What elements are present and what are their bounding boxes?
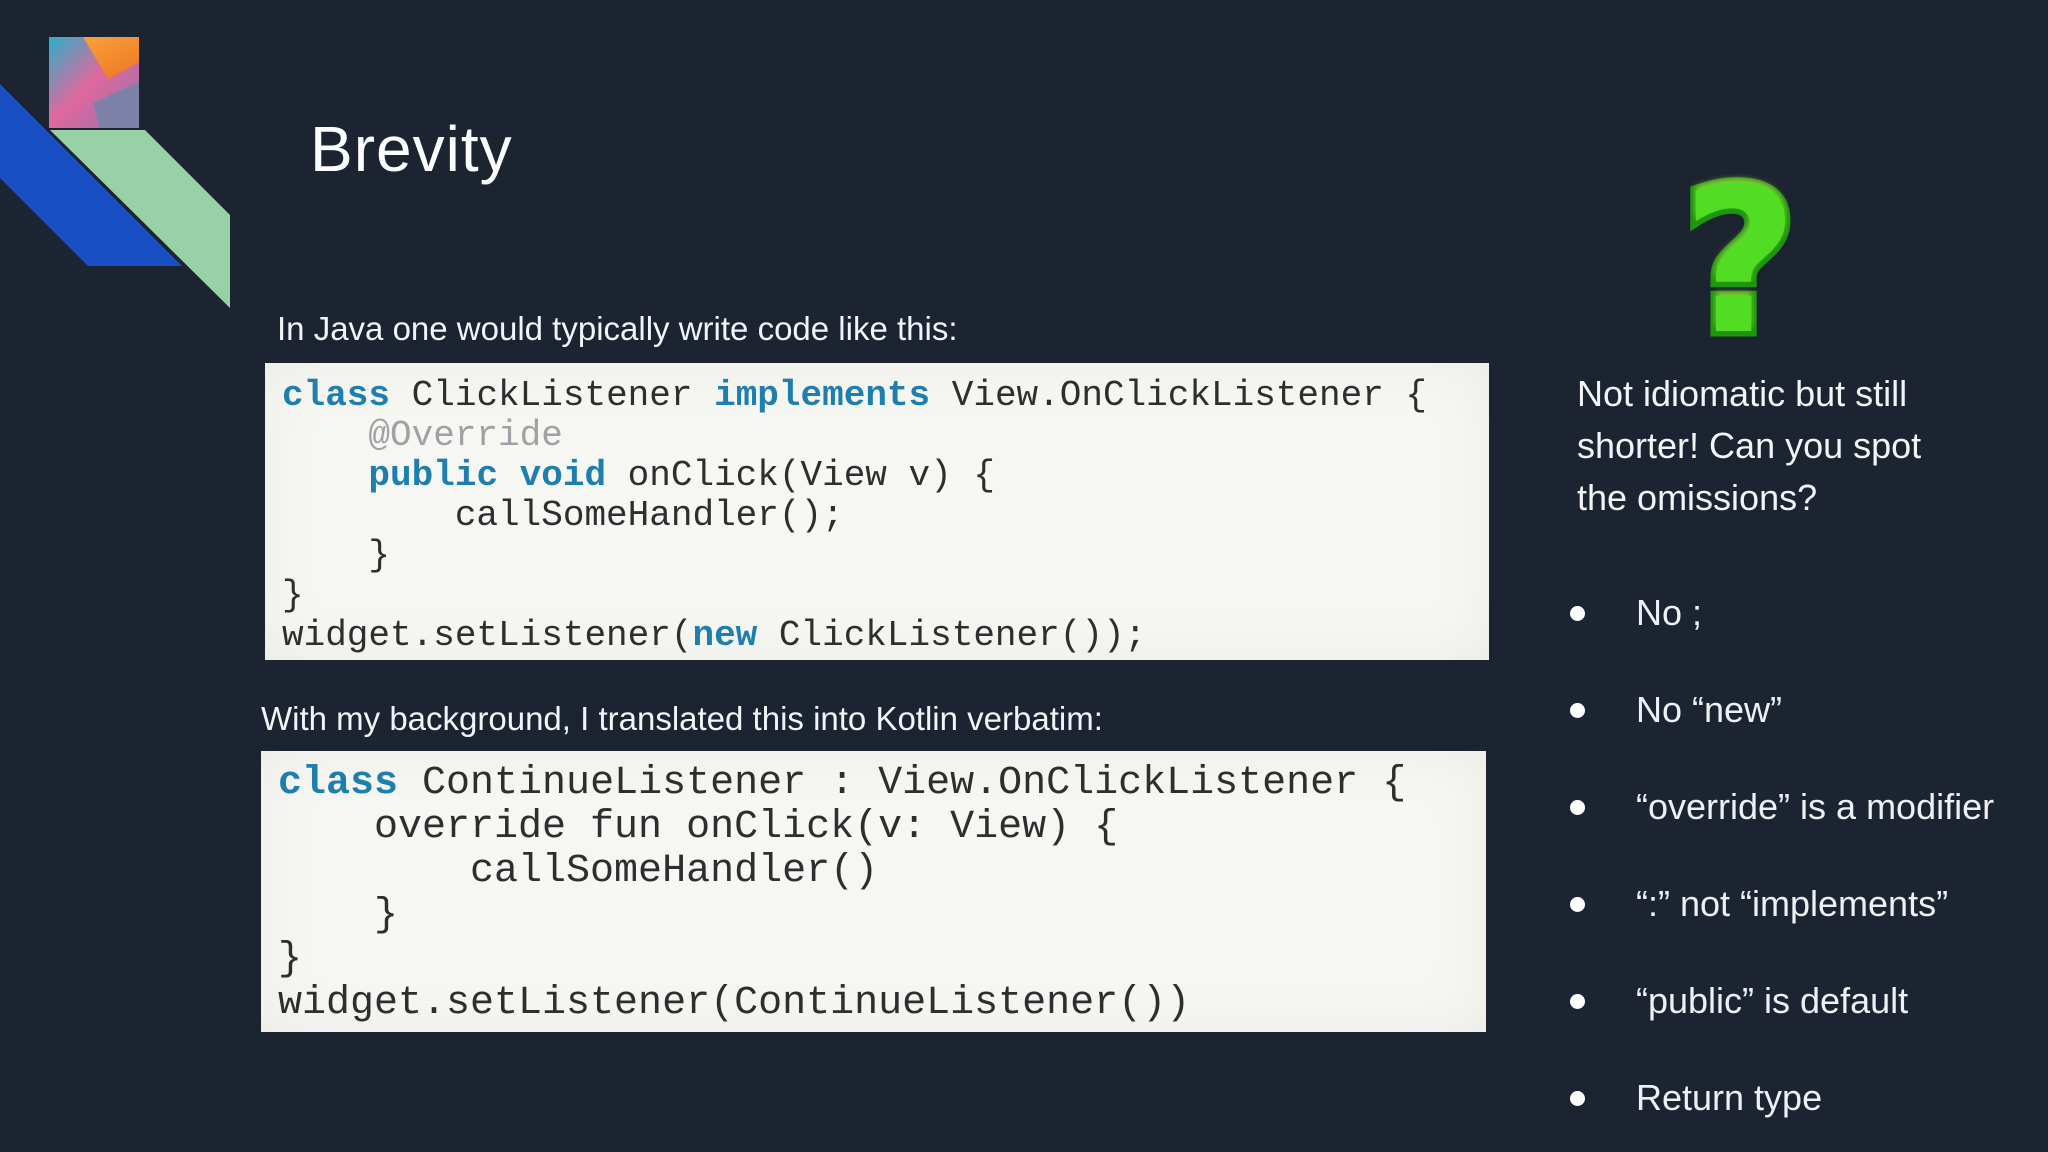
question-mark-outline: ? xyxy=(1676,146,1803,379)
bullet-text: “:” not “implements” xyxy=(1636,883,1949,924)
intro-kotlin-text: With my background, I translated this in… xyxy=(261,700,1103,737)
bullet-text: No “new” xyxy=(1636,689,1783,730)
bullet-item: Return type xyxy=(1570,1076,1994,1120)
code-line: @Override xyxy=(282,415,563,456)
kotlin-k-mark xyxy=(49,37,139,128)
bullet-text: “override” is a modifier xyxy=(1636,786,1995,827)
bullet-item: No ; xyxy=(1570,591,1994,635)
blue-ribbon xyxy=(0,84,182,266)
bullet-item: “:” not “implements” xyxy=(1570,882,1994,926)
question-mark-fill: ? xyxy=(1681,146,1798,379)
code-line: callSomeHandler(); xyxy=(282,495,844,536)
code-line: class ClickListener implements View.OnCl… xyxy=(282,375,1428,416)
code-line: } xyxy=(282,535,391,576)
bullet-item: “override” is a modifier xyxy=(1570,785,1994,829)
bullet-text: No ; xyxy=(1636,592,1703,633)
question-mark-icon: ? ? xyxy=(1655,146,1825,379)
code-line: callSomeHandler() xyxy=(278,849,879,894)
omissions-note-text: Not idiomatic but still shorter! Can you… xyxy=(1577,373,1922,518)
code-line: } xyxy=(278,893,399,938)
code-line: override fun onClick(v: View) { xyxy=(278,805,1119,850)
bullet-dot-icon xyxy=(1570,993,1585,1009)
kotlin-logo xyxy=(0,37,230,308)
page-title: Brevity xyxy=(310,113,513,185)
bullet-dot-icon xyxy=(1570,702,1585,718)
code-line: public void onClick(View v) { xyxy=(368,455,995,496)
code-line: class ContinueListener : View.OnClickLis… xyxy=(278,761,1407,806)
code-line: } xyxy=(282,575,304,616)
code-line: widget.setListener(ContinueListener()) xyxy=(278,981,1191,1026)
bullet-item: “public” is default xyxy=(1570,979,1994,1023)
bullet-item: No “new” xyxy=(1570,688,1994,732)
intro-java-text: In Java one would typically write code l… xyxy=(277,310,958,347)
bullet-dot-icon xyxy=(1570,1090,1585,1106)
bullet-text: Return type xyxy=(1636,1077,1823,1118)
kotlin-code-snippet: class ContinueListener : View.OnClickLis… xyxy=(261,751,1486,1032)
bullet-dot-icon xyxy=(1570,896,1585,912)
code-line: widget.setListener(new ClickListener()); xyxy=(282,615,1147,656)
code-line: } xyxy=(278,937,303,982)
omissions-bullet-list: No ; No “new” “override” is a modifier “:” … xyxy=(1570,591,1994,1120)
bullet-text: “public” is default xyxy=(1636,980,1909,1021)
bullet-dot-icon xyxy=(1570,605,1585,621)
bullet-dot-icon xyxy=(1570,799,1585,815)
java-code-snippet: class ClickListener implements View.OnCl… xyxy=(265,363,1489,660)
green-ribbon xyxy=(50,130,230,308)
